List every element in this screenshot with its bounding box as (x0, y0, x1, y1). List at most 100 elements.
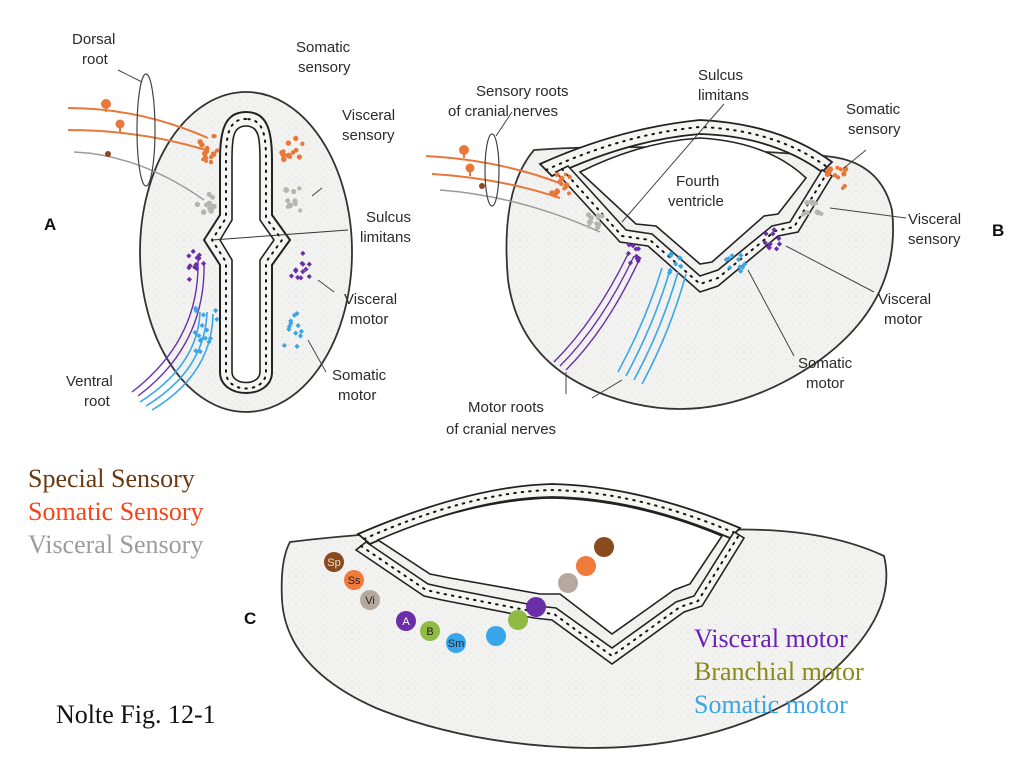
somatic-motor-circle (446, 633, 466, 653)
visceral-sensory-neurons (585, 199, 824, 230)
ventral-root-fiber-somatic (139, 311, 201, 403)
neuron-cell (819, 211, 824, 216)
neuron-cell (193, 261, 199, 268)
neuron-cell (554, 188, 560, 193)
neuron-cell (283, 187, 290, 193)
legend-entry: Branchial motor (694, 657, 864, 686)
neuron-cell (288, 273, 295, 279)
neuron-cell (596, 216, 601, 221)
neuron-cell (279, 149, 285, 156)
neuron-cell (726, 256, 732, 262)
leader-line (843, 149, 867, 169)
neuron-cell (824, 171, 831, 177)
neuron-cell (285, 140, 292, 146)
neuron-cell (293, 135, 299, 141)
neuron-cell (737, 264, 743, 270)
dorsal-root-fiber (67, 129, 207, 151)
sulcus-limitans-label-b: limitans (698, 87, 749, 104)
neuron-cell (735, 256, 742, 263)
special-sensory-circle (324, 552, 344, 572)
neuron-cell (200, 312, 207, 318)
neuron-cell (767, 241, 773, 247)
neuron-cell (208, 208, 214, 214)
neuron-cell (285, 198, 290, 204)
leader-line (317, 279, 335, 293)
panel-c-letter: C (244, 609, 256, 628)
neuron-cell (667, 267, 673, 273)
motor-root-fiber-visceral (559, 255, 635, 367)
central-canal-dots (210, 117, 284, 390)
visceral-sensory-circle-label: Vi (365, 595, 375, 607)
neuron-cell (770, 231, 776, 237)
neuron-cell (808, 199, 814, 204)
ventral-root-fiber-visceral (137, 261, 205, 397)
neuron-cell (196, 252, 202, 258)
ventral-root-fiber-visceral (131, 259, 199, 393)
neuron-cell (842, 183, 847, 189)
somatic-sensory-circle-label: Ss (348, 575, 361, 587)
panel-a-letter: A (44, 215, 56, 234)
neuron-cell (627, 260, 634, 266)
special-sensory-circle-label: Sp (327, 557, 340, 569)
neuron-cell (186, 253, 192, 259)
neuron-cell (194, 255, 200, 261)
neuron-cell (204, 148, 210, 154)
neuron-cell (193, 307, 199, 314)
neuron-cell (281, 342, 287, 349)
sensory-roots-label: Sensory roots (476, 83, 569, 100)
neuron-cell (202, 335, 209, 341)
visceral-sensory-label-b: Visceral (908, 211, 961, 228)
dorsal-root-pointer (117, 69, 143, 83)
neuron-cell (723, 256, 729, 263)
neuron-cell (194, 201, 201, 208)
legend-entry: Visceral Sensory (28, 530, 204, 559)
neuron-cell (296, 154, 302, 160)
leader-line (591, 379, 623, 399)
neuron-cell (206, 191, 212, 198)
neuron-cell (207, 335, 214, 341)
visceral-motor-neurons (625, 227, 783, 266)
sensory-roots-label: of cranial nerves (448, 103, 558, 120)
neuron-cell (673, 261, 679, 267)
neuron-cell (200, 260, 207, 267)
neuron-cell (208, 159, 214, 165)
somatic-motor-label-a: Somatic (332, 367, 387, 384)
neuron-cell (585, 212, 591, 218)
neuron-cell (202, 155, 209, 161)
neuron-cell (676, 255, 682, 261)
somatic-motor-label-a: motor (338, 387, 376, 404)
ventral-root-fiber-somatic (151, 313, 214, 411)
neuron-cell (290, 150, 296, 155)
figure-caption: Nolte Fig. 12-1 (56, 700, 216, 729)
neuron-cell (835, 165, 840, 170)
neuron-cell (293, 202, 298, 207)
fourth-ventricle-label: ventricle (668, 193, 724, 210)
neuron-cell (199, 322, 205, 329)
neuron-cell (212, 134, 217, 139)
neuron-cell (299, 260, 305, 267)
legend-entry: Visceral motor (694, 624, 848, 653)
neuron-cell (193, 305, 199, 311)
somatic-motor-label-b: Somatic (798, 355, 853, 372)
neuron-cell (771, 227, 777, 233)
neuron-cell (194, 265, 200, 272)
leader-line (307, 339, 327, 373)
neuron-cell (814, 209, 821, 216)
neuron-cell (288, 202, 294, 208)
neuron-cell (630, 243, 636, 249)
motor-root-fiber-visceral (553, 253, 629, 363)
somatic-sensory-label-a: sensory (298, 59, 351, 76)
neuron-cell (293, 267, 299, 273)
sulcus-limitans-label-a: Sulcus (366, 209, 411, 226)
neuron-cell (286, 323, 292, 330)
neuron-cell (288, 318, 294, 324)
sensory-roots-pointer (495, 111, 513, 137)
branchial-motor-circle-label: B (426, 626, 433, 638)
neuron-cell (804, 200, 810, 206)
somatic-sensory-neurons (197, 134, 305, 165)
neuron-cell (204, 327, 210, 333)
fourth-ventricle-floor-dots (561, 168, 828, 286)
neuron-cell (727, 265, 733, 271)
panel-c-roof-dots (363, 488, 736, 540)
